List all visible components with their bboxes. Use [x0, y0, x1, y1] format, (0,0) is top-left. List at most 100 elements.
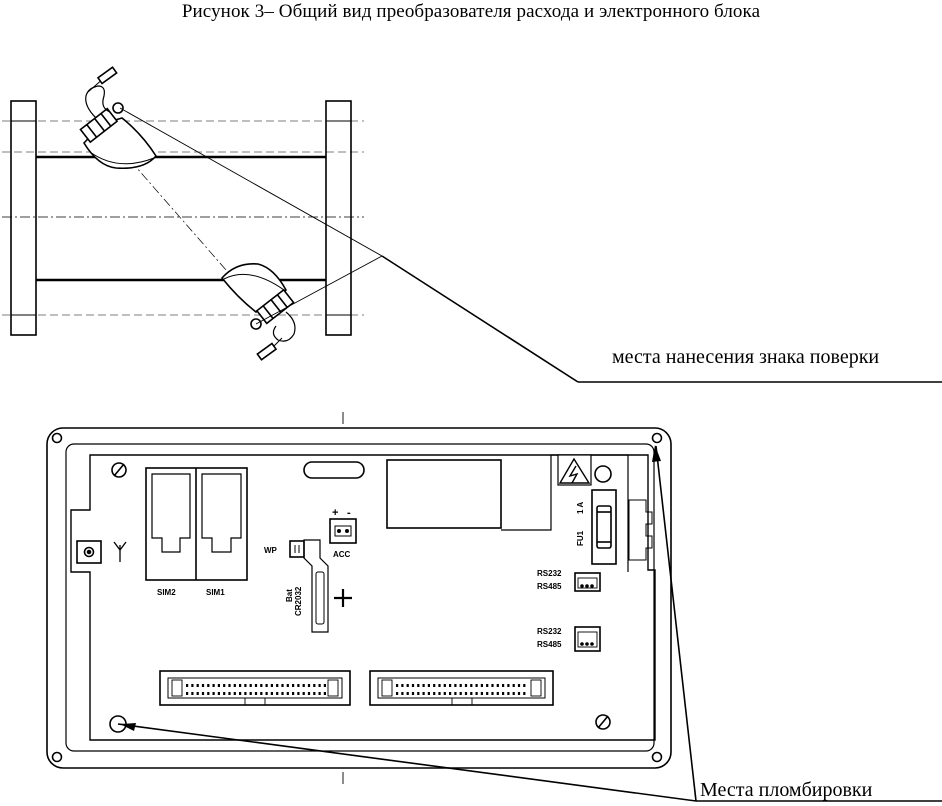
- connector-pin: [480, 684, 483, 687]
- connector-pin: [196, 692, 199, 695]
- lower-cable: [272, 311, 296, 342]
- connector-pin: [438, 684, 441, 687]
- connector-pin: [265, 692, 268, 695]
- connector-pin: [207, 684, 210, 687]
- connector-pin: [411, 692, 415, 695]
- connector-pin: [433, 684, 436, 687]
- connector-pin: [459, 684, 462, 687]
- connector-pin: [396, 692, 399, 695]
- connector-pin: [417, 684, 420, 687]
- connector-pin: [401, 684, 404, 687]
- bat-label: Bat: [285, 589, 294, 602]
- corner-hole-br: [651, 751, 663, 763]
- sealing-points-callout: Места пломбировки: [700, 779, 873, 801]
- connector-pin: [491, 684, 494, 687]
- lower-cable-connector: [256, 342, 278, 361]
- connector-pin: [281, 692, 284, 695]
- connector-pin: [318, 692, 321, 695]
- connector-pin: [502, 684, 505, 687]
- hv-zone-outline: [501, 455, 552, 531]
- sim1-label: SIM1: [206, 588, 225, 597]
- connector-pin: [244, 684, 247, 687]
- connector-pin: [464, 692, 468, 695]
- upper-sensor: [79, 107, 119, 144]
- arrowheads: [120, 445, 661, 731]
- connector-pin: [212, 692, 215, 695]
- electronic-unit: [46, 412, 672, 784]
- left-flange: [10, 100, 37, 336]
- connector-pin: [401, 692, 404, 695]
- connector-pin: [276, 684, 279, 687]
- connector-pin: [191, 692, 194, 695]
- flow-transducer: [2, 66, 383, 361]
- connector-pin: [191, 684, 194, 687]
- screw-icon: [111, 462, 127, 478]
- connector-pin: [228, 684, 231, 687]
- connector-pin: [201, 684, 205, 687]
- connector-pin: [443, 692, 446, 695]
- connector-pin: [307, 684, 311, 687]
- connector-pin: [276, 692, 279, 695]
- connector-pin: [323, 692, 326, 695]
- sim2-label: SIM2: [157, 588, 176, 597]
- sealing-callout-leaders: [117, 445, 942, 802]
- antenna-icon: [113, 541, 127, 562]
- upper-cable: [85, 85, 111, 119]
- connector-pin: [517, 684, 521, 687]
- acc-connector: [329, 518, 357, 544]
- connector-pin: [297, 692, 300, 695]
- connector-pin: [502, 692, 505, 695]
- connector-pin: [464, 684, 468, 687]
- upper-cable-connector: [96, 66, 118, 85]
- connector-pin: [491, 692, 494, 695]
- connector-pin: [286, 692, 289, 695]
- lower-sensor: [255, 288, 295, 325]
- connector-pin: [422, 692, 425, 695]
- ribbon-connector-right: [369, 670, 554, 706]
- connector-pin: [313, 692, 316, 695]
- connector-pin: [286, 684, 289, 687]
- rs-connector-2: [574, 626, 601, 652]
- connector-pin: [212, 684, 215, 687]
- connector-pin: [244, 692, 247, 695]
- connector-pin: [186, 692, 189, 695]
- connector-pin: [254, 684, 258, 687]
- connector-pin: [297, 684, 300, 687]
- connector-pin: [475, 684, 478, 687]
- connector-pin: [438, 692, 441, 695]
- connector-pin: [396, 684, 399, 687]
- connector-pin: [260, 684, 263, 687]
- connector-pin: [265, 684, 268, 687]
- wp-jumper: [289, 540, 305, 558]
- wp-label: WP: [264, 546, 278, 555]
- connector-pin: [406, 684, 409, 687]
- connector-pin: [427, 684, 430, 687]
- connector-pin: [517, 692, 521, 695]
- connector-pin: [313, 684, 316, 687]
- acc-minus-label: -: [347, 507, 351, 519]
- connector-pin: [486, 692, 489, 695]
- connector-pin: [512, 684, 515, 687]
- connector-pin: [281, 684, 284, 687]
- connector-pin: [323, 684, 326, 687]
- connector-pin: [496, 692, 499, 695]
- acc-plus-label: +: [332, 507, 338, 519]
- connector-pin: [260, 692, 263, 695]
- connector-pin: [411, 684, 415, 687]
- connector-pin: [496, 684, 499, 687]
- connector-pin: [239, 684, 242, 687]
- connector-pin: [417, 692, 420, 695]
- rs-connector-1: [574, 572, 601, 592]
- connector-pin: [449, 692, 452, 695]
- rs232-label-1: RS232: [537, 569, 562, 578]
- corner-hole-tl: [51, 432, 63, 444]
- connector-pin: [507, 692, 510, 695]
- connector-pin: [223, 692, 226, 695]
- connector-pin: [422, 684, 425, 687]
- corner-hole-bl: [51, 751, 63, 763]
- connector-pin: [249, 684, 252, 687]
- connector-pin: [486, 684, 489, 687]
- rs485-label-1: RS485: [537, 582, 562, 591]
- power-terminal: [628, 499, 653, 561]
